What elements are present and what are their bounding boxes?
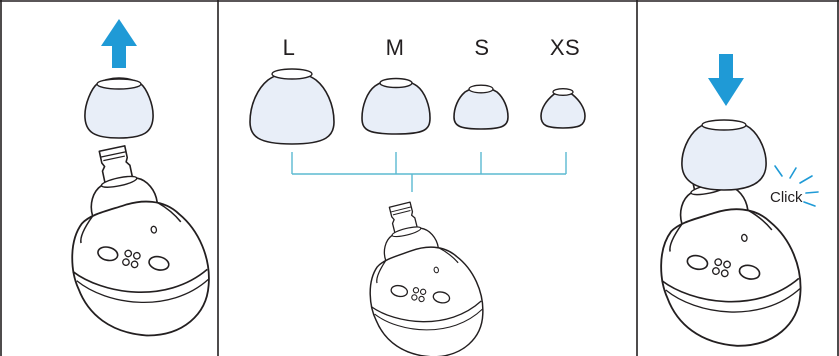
panel-attach: [636, 54, 819, 356]
click-rays: [774, 165, 819, 207]
earbud: [48, 133, 221, 351]
earbud: [348, 190, 494, 356]
ear-tip-m: [361, 77, 431, 135]
ear-tip-xs: [540, 88, 586, 129]
arrow-up-icon: [101, 19, 137, 68]
ear-tip: [84, 77, 154, 139]
size-label-m: M: [385, 35, 405, 60]
panel-sizes: [249, 68, 586, 356]
size-label-xs: XS: [549, 35, 581, 60]
ear-tip-s: [453, 84, 509, 130]
ear-tip-l: [249, 68, 335, 145]
ear-tip: [681, 119, 767, 191]
size-label-s: S: [474, 35, 490, 60]
click-label: Click: [770, 189, 803, 206]
arrow-down-icon: [708, 54, 744, 106]
size-label-l: L: [282, 35, 296, 60]
panel-remove: [48, 19, 221, 351]
size-bracket: [291, 152, 567, 192]
